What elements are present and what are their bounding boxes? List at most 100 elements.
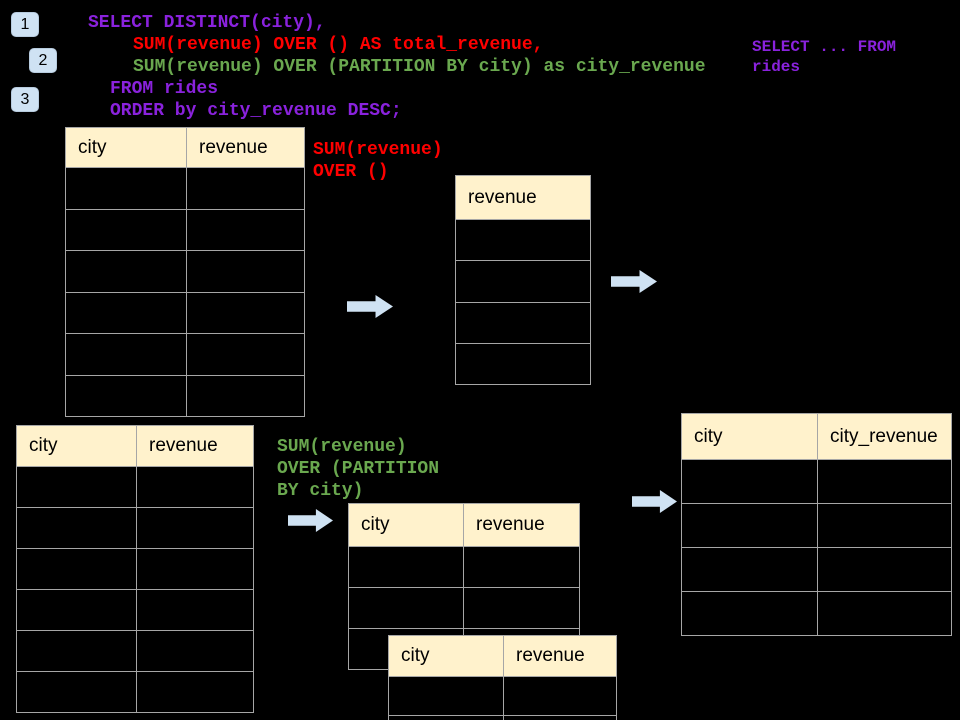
table-cell (349, 547, 463, 587)
table-cell (136, 590, 253, 630)
table-row (349, 587, 579, 628)
table-cell (186, 334, 304, 375)
side-note: SELECT ... FROM rides (752, 37, 896, 77)
side-note-line-1: SELECT ... FROM (752, 38, 897, 56)
table-cell (17, 590, 136, 630)
table-cell (17, 508, 136, 548)
step-badge-2: 2 (29, 48, 57, 73)
table-source-top: city revenue (65, 127, 305, 417)
table-cell (66, 168, 186, 209)
arrow-right-icon-total-result (611, 270, 657, 293)
sql-line-select: SELECT DISTINCT(city), (88, 13, 326, 33)
table-city-revenue-result: city city_revenue (681, 413, 952, 636)
table-cell (136, 467, 253, 507)
table-cell (17, 467, 136, 507)
table-cell (682, 592, 817, 635)
table-row (682, 591, 951, 635)
table-row (66, 208, 304, 251)
column-header-revenue: revenue (468, 186, 537, 208)
table-cell (349, 588, 463, 628)
sql-line-total: SUM(revenue) OVER () AS total_revenue, (133, 35, 544, 55)
table-cell (186, 168, 304, 209)
table-cell (682, 460, 817, 503)
arrow-right-icon-total-flow (347, 295, 393, 318)
table-cell (817, 504, 951, 547)
column-header-city-revenue: city_revenue (817, 414, 951, 459)
table-cell (456, 220, 590, 260)
table-cell (66, 293, 186, 334)
table-partitioned-step-2: city revenue (388, 635, 617, 720)
table-row (17, 671, 253, 712)
table-cell (17, 631, 136, 671)
table-row (389, 676, 616, 715)
table-cell (817, 548, 951, 591)
table-row (66, 333, 304, 375)
table-cell (817, 592, 951, 635)
table-row (66, 250, 304, 292)
column-header-city: city (78, 136, 107, 158)
table-row (17, 507, 253, 548)
table-row (456, 260, 590, 301)
table-row (349, 546, 579, 587)
column-header-revenue: revenue (136, 426, 253, 466)
annotation-over-total: SUM(revenue)OVER () (313, 140, 443, 182)
table-header-row: city revenue (17, 426, 253, 466)
step-badge-3: 3 (11, 87, 39, 112)
table-header-row: revenue (456, 176, 590, 219)
table-cell (136, 672, 253, 712)
table-cell (682, 504, 817, 547)
table-cell (456, 344, 590, 384)
table-cell (66, 376, 186, 417)
table-cell (463, 588, 579, 628)
table-row (682, 459, 951, 503)
table-row (17, 630, 253, 671)
table-row (682, 503, 951, 547)
column-header-city: city (29, 435, 58, 456)
sql-line-partition: SUM(revenue) OVER (PARTITION BY city) as… (133, 57, 706, 77)
sql-line-from: FROM rides (110, 79, 219, 99)
table-row (456, 301, 590, 343)
table-cell (66, 334, 186, 375)
table-cell (503, 716, 616, 720)
column-header-city: city (401, 645, 430, 666)
side-note-line-2: rides (752, 58, 801, 76)
table-header-row: city revenue (349, 504, 579, 546)
table-row (17, 548, 253, 589)
table-header-row: city revenue (66, 128, 304, 167)
table-header-row: city city_revenue (682, 414, 951, 459)
column-header-revenue: revenue (463, 504, 579, 546)
table-row (17, 589, 253, 630)
table-cell (682, 548, 817, 591)
table-cell (817, 460, 951, 503)
table-cell (17, 549, 136, 589)
table-source-bottom: city revenue (16, 425, 254, 713)
table-total-revenue-result: revenue (455, 175, 591, 385)
table-row (389, 715, 616, 720)
table-cell (17, 672, 136, 712)
table-cell (503, 677, 616, 715)
table-cell (136, 631, 253, 671)
step-badge-1: 1 (11, 12, 39, 37)
table-cell (456, 261, 590, 301)
table-cell (186, 251, 304, 292)
table-row (66, 374, 304, 417)
arrow-right-icon-partition-flow (288, 509, 333, 532)
table-cell (136, 549, 253, 589)
table-cell (456, 303, 590, 343)
table-row (456, 219, 590, 260)
table-cell (186, 292, 304, 333)
sql-line-order: ORDER by city_revenue DESC; (110, 101, 402, 121)
table-row (66, 291, 304, 334)
table-cell (66, 251, 186, 292)
table-cell (66, 210, 186, 251)
column-header-city: city (694, 425, 723, 447)
table-row (17, 466, 253, 507)
table-row (682, 547, 951, 591)
column-header-city: city (361, 514, 390, 535)
table-cell (389, 716, 503, 720)
table-cell (389, 677, 503, 715)
table-partitioned-step-1: city revenue (348, 503, 580, 670)
table-cell (186, 209, 304, 250)
table-row (66, 167, 304, 209)
